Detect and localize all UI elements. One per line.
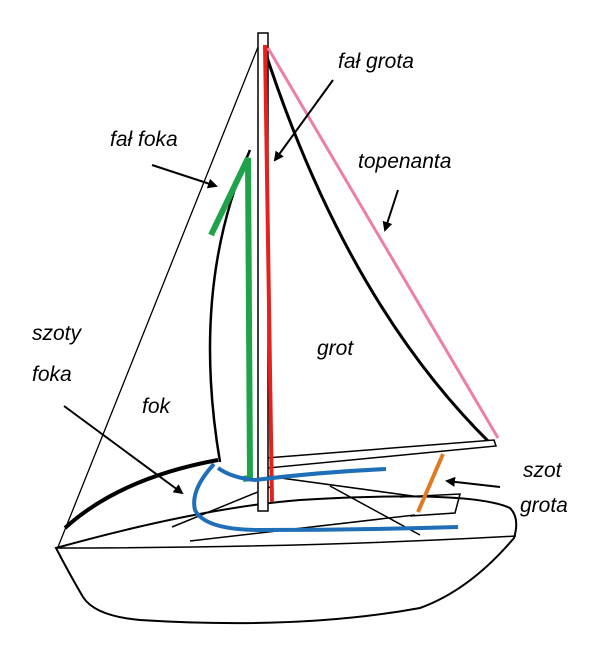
label-fok: fok	[142, 395, 172, 418]
jib-sail	[193, 150, 250, 478]
topenanta-arrow	[382, 189, 399, 232]
forestay	[57, 36, 263, 548]
jib-foot	[63, 458, 219, 530]
fal-grota-line	[263, 44, 274, 503]
mainsail-leech	[261, 44, 492, 445]
szot-grota-line	[416, 453, 445, 513]
label-szot-grota-1: szot	[523, 459, 563, 482]
topenanta-line	[266, 47, 500, 439]
deck-edge	[55, 535, 517, 549]
label-fal-grota: fał grota	[338, 50, 414, 73]
label-szot-grota-2: grota	[520, 494, 568, 517]
fal-grota-arrow	[273, 79, 334, 162]
szoty-foka-line	[192, 462, 459, 533]
label-grot: grot	[317, 337, 354, 360]
szot-grota-arrow	[445, 476, 501, 488]
hull	[54, 495, 518, 625]
label-fal-foka: fał foka	[110, 128, 178, 151]
label-szoty-foka-2: foka	[32, 363, 72, 386]
szoty-foka-arrow	[63, 405, 184, 495]
fal-foka-arrow	[151, 164, 218, 189]
label-szoty-foka-1: szoty	[32, 322, 83, 345]
mainsail	[263, 45, 490, 462]
label-topenanta: topenanta	[358, 150, 451, 173]
szoty-foka-line-upper	[216, 466, 387, 483]
